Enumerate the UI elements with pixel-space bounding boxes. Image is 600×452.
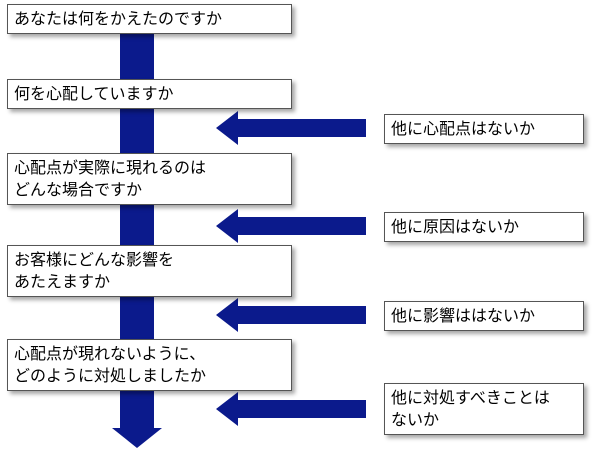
flow-step-4: お客様にどんな影響を あたえますか (7, 245, 292, 297)
side-question-1: 他に心配点はないか (384, 114, 584, 144)
side-question-3: 他に影響ははないか (384, 301, 584, 331)
side-question-2: 他に原因はないか (384, 212, 584, 242)
side-arrow-3 (216, 298, 366, 332)
side-question-4: 他に対処すべきことは ないか (384, 383, 584, 435)
side-arrow-4 (216, 392, 366, 426)
flow-step-1: あなたは何をかえたのですか (7, 4, 292, 34)
flow-step-2: 何を心配していますか (7, 79, 292, 109)
side-arrow-2 (216, 209, 366, 243)
flow-step-5: 心配点が現れないように、 どのように対処しましたか (7, 339, 292, 391)
side-arrow-1 (216, 111, 366, 145)
main-flow-arrow-head (112, 428, 162, 448)
flow-step-3: 心配点が実際に現れるのは どんな場合ですか (7, 153, 292, 205)
